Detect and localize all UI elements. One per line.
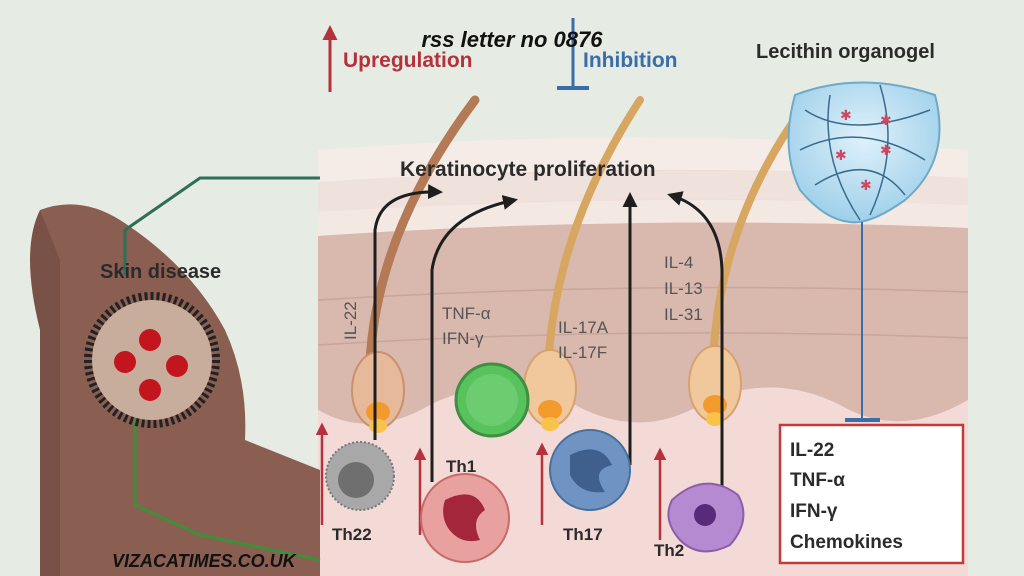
box-item-chemokines: Chemokines <box>790 532 903 553</box>
lecithin-organogel: ✱ ✱ ✱ ✱ ✱ <box>787 81 941 224</box>
th2-arrow <box>667 191 724 490</box>
th2-cell <box>667 482 745 553</box>
skin-lesion <box>84 292 220 428</box>
th1-arrow <box>430 195 518 482</box>
connector-bottom <box>133 420 321 562</box>
il4-label: IL-4 <box>664 253 693 272</box>
svg-text:✱: ✱ <box>840 107 852 123</box>
box-item-il22: IL-22 <box>790 440 834 461</box>
connector-top <box>123 176 320 275</box>
green-cell <box>454 362 530 438</box>
box-item-tnf: TNF-α <box>790 470 845 491</box>
th17-cell <box>549 429 631 511</box>
hair-follicle-3 <box>688 101 809 426</box>
il22-arrow <box>373 184 443 440</box>
th22-cell <box>325 441 395 511</box>
hair-follicle-1 <box>351 95 480 433</box>
watermark: VIZACATIMES.CO.UK <box>112 551 298 571</box>
organogel-title: Lecithin organogel <box>756 41 935 63</box>
svg-text:✱: ✱ <box>880 112 892 128</box>
tnf-alpha-label: TNF-α <box>442 304 491 323</box>
legend-upregulation: Upregulation <box>343 49 473 72</box>
skin-disease-label: Skin disease <box>100 261 221 283</box>
il17a-label: IL-17A <box>558 318 609 337</box>
il17f-label: IL-17F <box>558 343 607 362</box>
th1-label: Th1 <box>446 457 476 476</box>
th1-cell <box>420 473 510 563</box>
th22-label: Th22 <box>332 525 372 544</box>
il13-label: IL-13 <box>664 279 703 298</box>
legend-inhibition: Inhibition <box>583 49 677 72</box>
th2-label: Th2 <box>654 541 684 560</box>
il22-label: IL-22 <box>341 301 360 340</box>
svg-text:✱: ✱ <box>835 147 847 163</box>
overlay-title: rss letter no 0876 <box>422 27 604 52</box>
inhibited-cytokines-box <box>778 423 965 565</box>
svg-text:✱: ✱ <box>880 142 892 158</box>
svg-text:✱: ✱ <box>860 177 872 193</box>
il31-label: IL-31 <box>664 305 703 324</box>
keratinocyte-proliferation-label: Keratinocyte proliferation <box>400 158 656 181</box>
th17-label: Th17 <box>563 525 603 544</box>
box-item-ifn: IFN-γ <box>790 501 838 522</box>
ifn-gamma-label: IFN-γ <box>442 329 484 348</box>
